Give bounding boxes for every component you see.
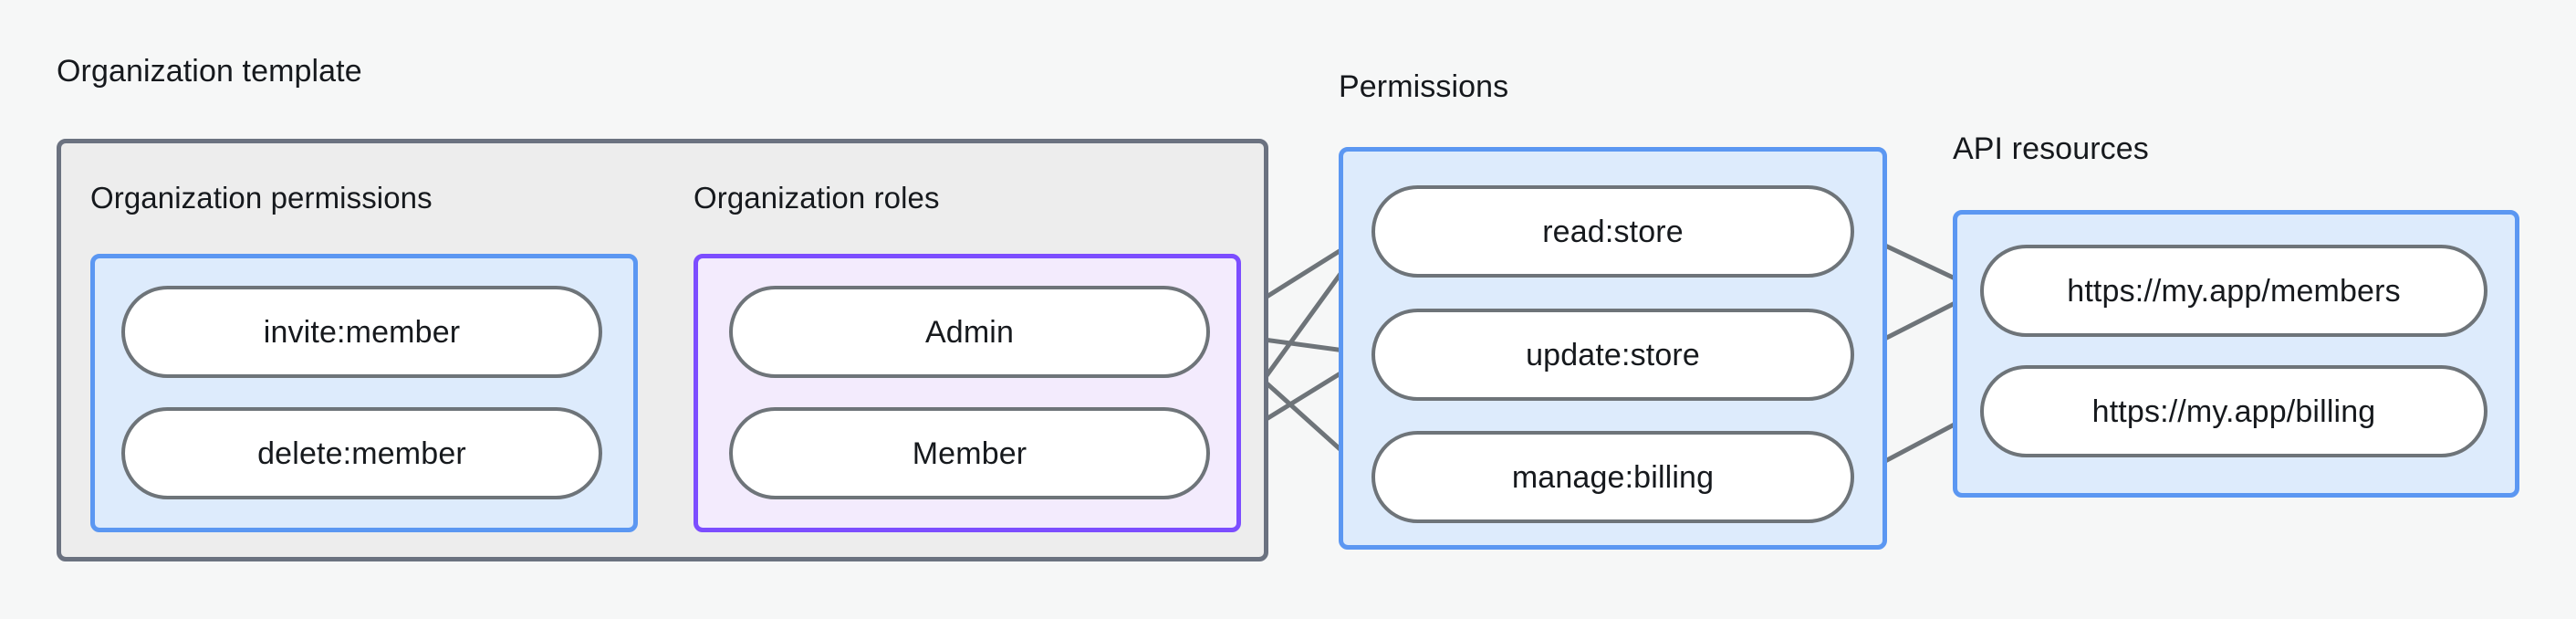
api-resources-label: API resources: [1953, 131, 2149, 166]
node-member[interactable]: Member: [729, 407, 1210, 499]
organization-permissions-label: Organization permissions: [90, 181, 433, 215]
organization-template-label: Organization template: [57, 54, 362, 89]
node-res-members[interactable]: https://my.app/members: [1980, 245, 2487, 337]
node-res-billing[interactable]: https://my.app/billing: [1980, 365, 2487, 457]
node-manage-billing[interactable]: manage:billing: [1371, 431, 1854, 523]
node-update-store[interactable]: update:store: [1371, 309, 1854, 401]
node-invite-member[interactable]: invite:member: [121, 286, 602, 378]
node-read-store[interactable]: read:store: [1371, 185, 1854, 278]
node-delete-member[interactable]: delete:member: [121, 407, 602, 499]
permissions-label: Permissions: [1339, 69, 1509, 104]
node-admin[interactable]: Admin: [729, 286, 1210, 378]
organization-roles-label: Organization roles: [694, 181, 940, 215]
